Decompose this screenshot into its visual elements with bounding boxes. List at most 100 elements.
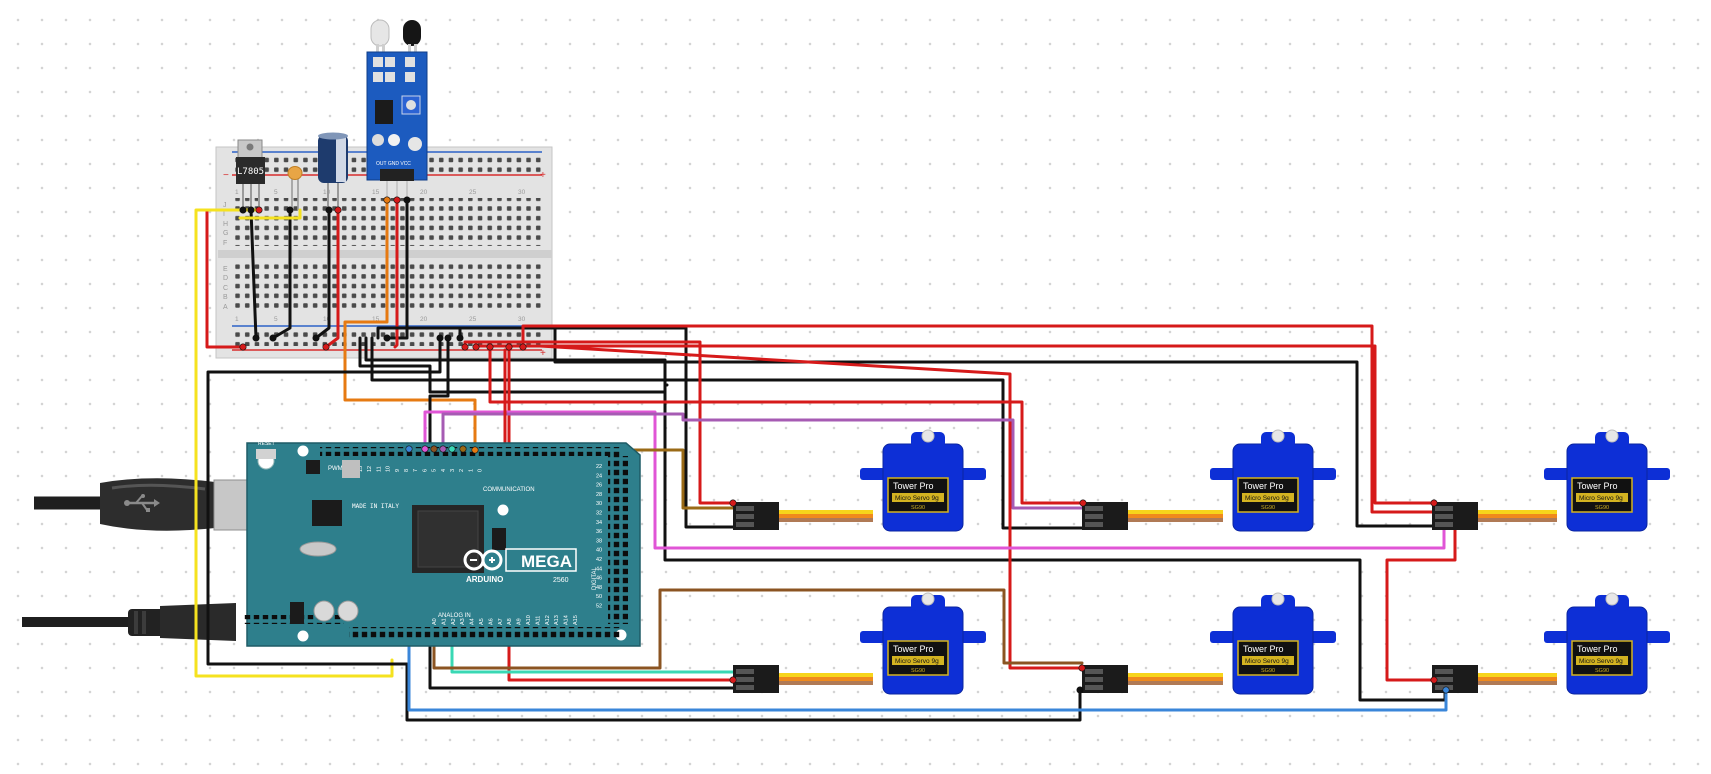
pin-label: 30 bbox=[596, 501, 602, 507]
pin-label: 36 bbox=[596, 529, 602, 535]
pin-label: 44 bbox=[596, 566, 602, 572]
board-name-label: MEGA bbox=[521, 552, 572, 571]
wire-endpoint[interactable] bbox=[1079, 499, 1087, 507]
pin-label: 52 bbox=[596, 604, 602, 610]
wire-brown[interactable] bbox=[432, 447, 1084, 670]
wire-endpoint[interactable] bbox=[383, 334, 391, 342]
wire-purple[interactable] bbox=[441, 412, 1084, 510]
wire-red[interactable] bbox=[393, 198, 399, 349]
wire-endpoint[interactable] bbox=[472, 343, 480, 351]
wire-red[interactable] bbox=[324, 208, 340, 349]
wire-black[interactable] bbox=[376, 326, 735, 529]
wire-black[interactable] bbox=[249, 208, 258, 340]
wire-endpoint[interactable] bbox=[403, 196, 411, 204]
wire-endpoint[interactable] bbox=[1430, 499, 1438, 507]
analog-in-label: ANALOG IN bbox=[438, 613, 471, 619]
pin-label: 0 bbox=[478, 469, 484, 472]
wire-black[interactable] bbox=[364, 336, 1447, 702]
wire-red[interactable] bbox=[538, 344, 1084, 670]
power-jack-cable[interactable] bbox=[22, 603, 236, 641]
wire-black[interactable] bbox=[314, 208, 331, 340]
wire-endpoint[interactable] bbox=[505, 343, 513, 351]
wire-endpoint[interactable] bbox=[393, 196, 401, 204]
wire-endpoint[interactable] bbox=[383, 196, 391, 204]
breadboard-column-number: 5 bbox=[274, 189, 278, 196]
ir-sensor-module[interactable]: OUT GND VCC bbox=[366, 19, 428, 198]
electrolytic-capacitor[interactable] bbox=[318, 132, 348, 211]
usb-cable[interactable] bbox=[34, 478, 256, 531]
ir-sensor-pin-labels: OUT GND VCC bbox=[376, 161, 411, 167]
servo-code: SG90 bbox=[1261, 505, 1275, 511]
pin-label: 13 bbox=[358, 466, 364, 472]
wire-endpoint[interactable] bbox=[729, 499, 737, 507]
pin-label: 34 bbox=[596, 520, 602, 526]
wire-endpoint[interactable] bbox=[405, 445, 413, 453]
wire-endpoint[interactable] bbox=[459, 445, 467, 453]
pin-label: 6 bbox=[422, 469, 428, 472]
board-model-label: 2560 bbox=[553, 577, 569, 584]
wire-red[interactable] bbox=[488, 345, 1085, 505]
wire-endpoint[interactable] bbox=[239, 343, 247, 351]
wire-endpoint[interactable] bbox=[461, 343, 469, 351]
wire-yellow[interactable] bbox=[194, 208, 394, 678]
wire-endpoint[interactable] bbox=[456, 334, 464, 342]
wire-endpoint[interactable] bbox=[448, 445, 456, 453]
wire-endpoint[interactable] bbox=[269, 334, 277, 342]
breadboard-column-number: 20 bbox=[420, 189, 428, 196]
servo-model: Micro Servo 9g bbox=[895, 495, 939, 502]
wire-black[interactable] bbox=[385, 198, 409, 340]
wire-endpoint[interactable] bbox=[486, 343, 494, 351]
ceramic-capacitor[interactable] bbox=[287, 166, 303, 211]
breadboard-row-letter: H bbox=[223, 221, 228, 228]
wire-endpoint[interactable] bbox=[471, 446, 479, 454]
wire-endpoint[interactable] bbox=[1078, 664, 1086, 672]
breadboard-column-number: 15 bbox=[372, 316, 380, 323]
wire-black[interactable] bbox=[271, 208, 292, 340]
pin-label: 32 bbox=[596, 511, 602, 517]
wire-black[interactable] bbox=[458, 326, 1436, 528]
pin-label: 11 bbox=[376, 466, 382, 472]
wire-endpoint[interactable] bbox=[436, 334, 444, 342]
pin-label: A8 bbox=[507, 618, 513, 625]
breadboard-row-letter: D bbox=[223, 275, 228, 282]
wire-endpoint[interactable] bbox=[444, 334, 452, 342]
wire-endpoint[interactable] bbox=[334, 206, 342, 214]
wire-endpoint[interactable] bbox=[247, 206, 255, 214]
wire-black[interactable] bbox=[206, 336, 1082, 722]
pin-label: 48 bbox=[596, 585, 602, 591]
wire-endpoint[interactable] bbox=[252, 334, 260, 342]
wire-endpoint[interactable] bbox=[1430, 676, 1438, 684]
wire-endpoint[interactable] bbox=[519, 343, 527, 351]
reset-label: RESET bbox=[258, 441, 275, 447]
wire-endpoint[interactable] bbox=[729, 676, 737, 684]
wire-black[interactable] bbox=[370, 336, 1088, 530]
wire-endpoint[interactable] bbox=[286, 206, 294, 214]
wire-endpoint[interactable] bbox=[439, 445, 447, 453]
wire-endpoint[interactable] bbox=[325, 206, 333, 214]
wire-endpoint[interactable] bbox=[1442, 686, 1450, 694]
wire-endpoint[interactable] bbox=[1076, 686, 1084, 694]
wire-endpoint[interactable] bbox=[312, 334, 320, 342]
wire-endpoint[interactable] bbox=[430, 445, 438, 453]
wire-endpoint[interactable] bbox=[239, 206, 247, 214]
wire-endpoint[interactable] bbox=[421, 445, 429, 453]
wire-orange[interactable] bbox=[343, 198, 477, 452]
wire-yellow[interactable] bbox=[238, 208, 302, 220]
breadboard-plus-label: + bbox=[540, 170, 546, 181]
breadboard-column-number: 10 bbox=[323, 316, 331, 323]
pwm-label: PWM bbox=[328, 466, 343, 472]
breadboard-row-letter: A bbox=[223, 304, 228, 311]
wire-black[interactable] bbox=[428, 336, 735, 690]
wire-endpoint[interactable] bbox=[255, 206, 263, 214]
wire-endpoint[interactable] bbox=[322, 343, 330, 351]
wire-pink[interactable] bbox=[423, 410, 1446, 550]
voltage-regulator[interactable]: L7805 bbox=[236, 139, 265, 207]
